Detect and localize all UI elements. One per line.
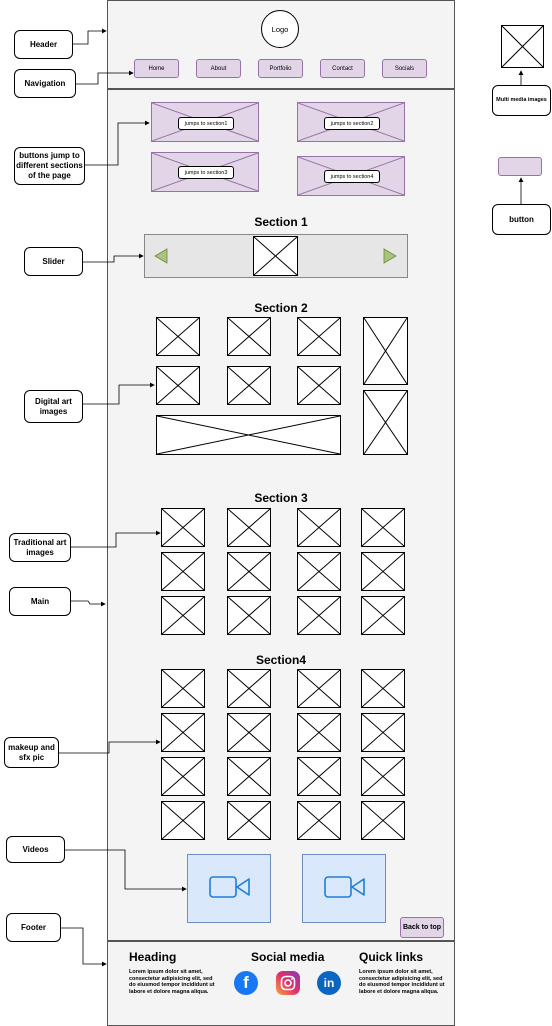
footer-heading-text: Lorem ipsum dolor sit amet, consectetur …: [129, 969, 215, 995]
section-1-title: Section 1: [254, 215, 308, 229]
traditional-art-image[interactable]: [361, 508, 405, 547]
makeup-image[interactable]: [361, 669, 405, 708]
jump-button-1[interactable]: jumps to section1: [151, 102, 259, 142]
digital-art-image[interactable]: [156, 366, 200, 405]
makeup-image[interactable]: [361, 757, 405, 796]
traditional-art-image[interactable]: [297, 596, 341, 635]
nav-socials[interactable]: Socials: [382, 59, 427, 78]
annotation-buttons: buttons jump to different sections of th…: [14, 147, 85, 185]
annotation-digital-art: Digital art images: [24, 390, 83, 423]
nav-label: Contact: [332, 65, 353, 72]
makeup-image[interactable]: [227, 713, 271, 752]
nav-home[interactable]: Home: [134, 59, 179, 78]
footer-social-title: Social media: [251, 950, 325, 964]
makeup-image[interactable]: [227, 757, 271, 796]
makeup-image[interactable]: [297, 669, 341, 708]
digital-art-image[interactable]: [363, 390, 408, 455]
instagram-icon[interactable]: [276, 971, 300, 995]
legend-button-label: button: [492, 204, 551, 235]
nav-contact[interactable]: Contact: [320, 59, 365, 78]
jump-label-1: jumps to section1: [178, 117, 234, 130]
traditional-art-image[interactable]: [227, 552, 271, 591]
header-divider: [107, 88, 455, 90]
footer-divider: [107, 940, 455, 942]
makeup-image[interactable]: [361, 801, 405, 840]
traditional-art-image[interactable]: [227, 596, 271, 635]
traditional-art-image[interactable]: [297, 552, 341, 591]
logo[interactable]: Logo: [261, 10, 299, 48]
slider-next-icon[interactable]: [383, 248, 397, 264]
annotation-navigation: Navigation: [14, 69, 76, 98]
digital-art-image[interactable]: [297, 366, 341, 405]
makeup-image[interactable]: [161, 713, 205, 752]
makeup-image[interactable]: [161, 669, 205, 708]
footer-heading: Heading: [129, 950, 177, 964]
nav-about[interactable]: About: [196, 59, 241, 78]
nav-label: Portfolio: [269, 65, 292, 72]
section-4-title: Section4: [255, 653, 306, 667]
back-to-top-button[interactable]: Back to top: [400, 917, 444, 938]
slider-prev-icon[interactable]: [154, 248, 168, 264]
facebook-icon[interactable]: f: [234, 971, 258, 995]
video-camera-icon: [209, 876, 250, 898]
makeup-image[interactable]: [297, 757, 341, 796]
digital-art-image[interactable]: [227, 317, 271, 356]
traditional-art-image[interactable]: [161, 508, 205, 547]
traditional-art-image[interactable]: [161, 596, 205, 635]
makeup-image[interactable]: [297, 713, 341, 752]
traditional-art-image[interactable]: [361, 552, 405, 591]
traditional-art-image[interactable]: [297, 508, 341, 547]
jump-button-2[interactable]: jumps to section2: [297, 102, 405, 142]
video-1[interactable]: [187, 854, 271, 923]
jump-button-3[interactable]: jumps to section3: [151, 152, 259, 192]
makeup-image[interactable]: [227, 801, 271, 840]
linkedin-icon[interactable]: in: [317, 971, 341, 995]
jump-label-4: jumps to section4: [324, 170, 380, 183]
video-camera-icon: [324, 876, 365, 898]
legend-button-sample: [498, 157, 542, 176]
nav-label: Home: [148, 65, 165, 72]
digital-art-image[interactable]: [156, 415, 341, 455]
nav-label: Socials: [394, 65, 415, 72]
annotation-header: Header: [14, 30, 73, 59]
traditional-art-image[interactable]: [161, 552, 205, 591]
section-2-title: Section 2: [254, 301, 308, 315]
makeup-image[interactable]: [361, 713, 405, 752]
slider-image: [253, 236, 298, 276]
annotation-footer: Footer: [6, 913, 61, 942]
legend-multimedia-placeholder: [501, 25, 544, 68]
legend-multimedia-label: Multi media images: [492, 85, 551, 116]
logo-text: Logo: [271, 24, 289, 34]
digital-art-image[interactable]: [156, 317, 200, 356]
annotation-main: Main: [9, 587, 71, 616]
section-3-title: Section 3: [254, 491, 308, 505]
annotation-slider: Slider: [24, 247, 83, 276]
video-2[interactable]: [302, 854, 386, 923]
traditional-art-image[interactable]: [227, 508, 271, 547]
traditional-art-image[interactable]: [361, 596, 405, 635]
digital-art-image[interactable]: [227, 366, 271, 405]
annotation-videos: Videos: [6, 836, 65, 863]
digital-art-image[interactable]: [297, 317, 341, 356]
jump-label-2: jumps to section2: [324, 117, 380, 130]
jump-button-4[interactable]: jumps to section4: [297, 156, 405, 196]
makeup-image[interactable]: [161, 757, 205, 796]
annotation-traditional-art: Traditional art images: [9, 533, 71, 562]
jump-label-3: jumps to section3: [178, 166, 234, 179]
footer-quick-links-title: Quick links: [359, 950, 424, 964]
digital-art-image[interactable]: [363, 317, 408, 385]
makeup-image[interactable]: [227, 669, 271, 708]
nav-portfolio[interactable]: Portfolio: [258, 59, 303, 78]
nav-label: About: [210, 65, 227, 72]
makeup-image[interactable]: [161, 801, 205, 840]
makeup-image[interactable]: [297, 801, 341, 840]
footer-quick-links-text: Lorem ipsum dolor sit amet, consectetur …: [359, 969, 445, 995]
annotation-makeup: makeup and sfx pic: [4, 737, 59, 768]
